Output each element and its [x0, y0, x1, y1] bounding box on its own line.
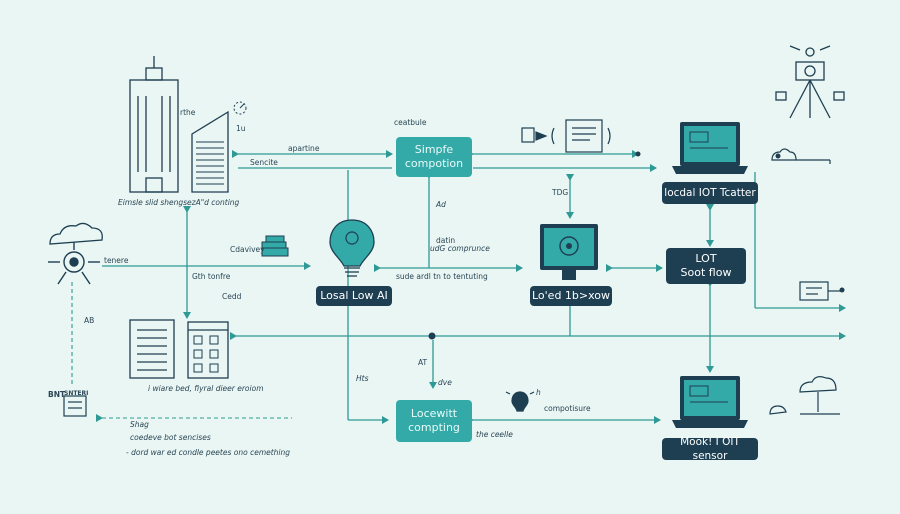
label-at: AT — [418, 358, 428, 367]
iot-soot-flow-node[interactable]: LOT Soot flow — [666, 248, 746, 284]
cloud-left-icon — [49, 222, 103, 245]
label-tenere: tenere — [104, 256, 129, 265]
stack-blocks-icon — [261, 235, 289, 257]
label-dtatam-line: sude ardl tn to tentuting — [396, 272, 488, 281]
local-iot-center-node[interactable]: locdal IOT Tcatter — [662, 182, 758, 204]
building-left-icon — [129, 56, 179, 193]
label-sencite: Sencite — [250, 158, 278, 167]
label-hts: Hts — [356, 374, 369, 383]
drone-tower-icon — [775, 45, 845, 119]
antenna-hub-icon — [48, 242, 100, 285]
junction-dot — [428, 332, 436, 340]
junction-dots — [428, 151, 845, 340]
lightbulb-icon — [329, 219, 375, 277]
label-the-ceelle: the ceelle — [476, 430, 513, 439]
label-tdg: TDG — [552, 188, 569, 197]
label-apparinne: apartine — [288, 144, 320, 153]
label-num: 1u — [236, 124, 246, 133]
junction-dot — [775, 153, 781, 159]
label-gth-tonfre: Gth tonfre — [192, 272, 231, 281]
tablet-document-icon — [551, 119, 611, 153]
local-low-ai-node[interactable]: Losal Low AI — [316, 286, 392, 306]
gauge-icon — [233, 101, 247, 115]
card-reader-icon — [799, 281, 844, 301]
cloud-right-top-icon — [771, 148, 831, 164]
label-bulb-h: h — [536, 388, 541, 397]
laptop-top-icon — [672, 122, 748, 174]
label-bnt-box: SNTERI — [64, 390, 89, 397]
small-bulb-icon — [505, 391, 535, 412]
building-right-icon — [191, 110, 229, 193]
label-ware-bed: i wiare bed, fiyral dieer eroiom — [148, 384, 264, 393]
junction-dot — [839, 287, 845, 293]
label-ad: Ad — [436, 200, 446, 209]
cloud-right-bottom-icon — [769, 376, 840, 415]
tower-left-icon — [129, 319, 175, 379]
simple-computation-node[interactable]: Simpfe compotion — [396, 137, 472, 177]
tower-right-icon — [187, 321, 229, 379]
label-building-caption: Eimsle slid shengsezA"d conting — [118, 198, 240, 207]
label-uig-component: udG comprunce — [430, 244, 490, 253]
label-coedeve: coedeve bot sencises — [130, 433, 211, 442]
label-dord-line: - dord war ed condle peetes ono cemethin… — [126, 448, 291, 457]
junction-dot — [635, 151, 641, 157]
label-ab: AB — [84, 316, 95, 325]
label-dve: dve — [438, 378, 452, 387]
label-compruisure: compotisure — [544, 404, 591, 413]
located-box-node[interactable]: Lo'ed 1b>xow — [530, 286, 612, 306]
label-bnt: BNT — [48, 390, 66, 399]
remote-device-icon — [521, 127, 548, 143]
laptop-bottom-icon — [672, 376, 748, 428]
label-cativey: Cdavivey — [230, 245, 265, 254]
bnt-device-icon — [63, 395, 87, 417]
mobile-iot-sensor-node[interactable]: Mook! I OIT sensor — [662, 436, 758, 462]
dashed-connectors — [71, 282, 292, 422]
label-datin: datin — [436, 236, 456, 245]
monitor-icon — [540, 224, 598, 280]
lowcost-computing-node[interactable]: Locewitt compting — [396, 400, 472, 442]
label-centbule: ceatbule — [394, 118, 427, 127]
label-the: rthe — [180, 108, 196, 117]
label-shag: Shag — [130, 420, 149, 429]
label-cedd: Cedd — [222, 292, 242, 301]
